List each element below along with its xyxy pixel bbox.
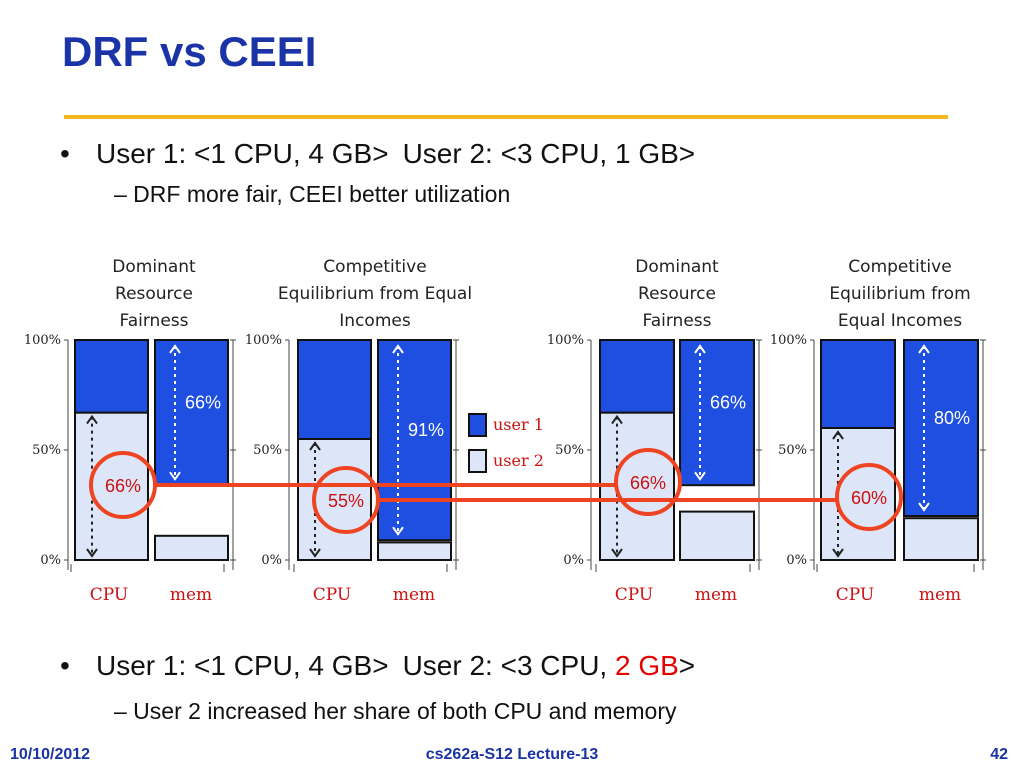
bar-cpu-user2 bbox=[74, 411, 149, 561]
y-tick-label: 100% bbox=[547, 333, 584, 348]
bar-mem-user1 bbox=[679, 339, 755, 487]
x-category-cpu: CPU bbox=[313, 585, 351, 605]
x-category-mem: mem bbox=[170, 585, 212, 605]
y-tick-label: 50% bbox=[555, 443, 584, 458]
bar-cpu-user1 bbox=[297, 339, 372, 440]
title-rule bbox=[64, 115, 948, 119]
bar-cpu-user1 bbox=[74, 339, 149, 414]
cpu-arrow-head-down bbox=[832, 548, 844, 558]
bullet-1: • User 1: <1 CPU, 4 GB> User 2: <3 CPU, 1 … bbox=[60, 138, 695, 170]
cpu-share-label: 66% bbox=[630, 473, 666, 493]
cpu-arrow-head-down bbox=[86, 548, 98, 558]
chart-title-line: Dominant bbox=[635, 257, 719, 277]
bar-mem-user2 bbox=[154, 534, 229, 561]
bar-mem-user1 bbox=[903, 339, 979, 517]
cpu-share-label: 60% bbox=[851, 488, 887, 508]
bar-cpu-user1 bbox=[599, 339, 675, 414]
chart-title-line: Equal Incomes bbox=[838, 311, 962, 331]
bullet-2: • User 1: <1 CPU, 4 GB> User 2: <3 CPU, 2 … bbox=[60, 650, 695, 682]
y-tick-label: 100% bbox=[770, 333, 807, 348]
chart-title-line: Fairness bbox=[643, 311, 712, 331]
bullet-2-user1: User 1: <1 CPU, 4 GB> bbox=[96, 650, 389, 681]
bullet-1-user2: User 2: <3 CPU, 1 GB> bbox=[402, 138, 696, 169]
mem-arrow-head-up bbox=[392, 344, 404, 354]
cpu-arrow-head-down bbox=[611, 548, 623, 558]
cpu-share-label: 55% bbox=[328, 491, 364, 511]
mem-arrow-head-up bbox=[169, 344, 181, 354]
legend-swatch bbox=[468, 449, 487, 473]
mem-arrow-head-up bbox=[694, 344, 706, 354]
y-tick-label: 0% bbox=[261, 553, 282, 568]
cpu-arrow-head-up bbox=[309, 441, 321, 451]
cpu-share-circle bbox=[614, 448, 682, 516]
chart-title-line: Competitive bbox=[323, 257, 426, 277]
legend-label: user 2 bbox=[493, 451, 544, 470]
bar-mem-user2 bbox=[903, 517, 979, 562]
bar-mem-user2 bbox=[679, 510, 755, 562]
mem-arrow-head-down bbox=[169, 471, 181, 481]
bullet-marker: • bbox=[60, 138, 70, 169]
mem-arrow-head-down bbox=[392, 526, 404, 536]
bullet-2-highlight: 2 GB bbox=[614, 650, 679, 681]
x-category-cpu: CPU bbox=[90, 585, 128, 605]
y-tick-label: 100% bbox=[24, 333, 61, 348]
y-tick-label: 50% bbox=[778, 443, 807, 458]
cpu-share-circle bbox=[835, 463, 903, 531]
chart-title-line: Equilibrium from Equal bbox=[278, 284, 472, 304]
bullet-2-end: > bbox=[678, 650, 696, 681]
footer-page-number: 42 bbox=[990, 746, 1008, 763]
cpu-arrow-head-up bbox=[86, 414, 98, 425]
mem-share-label: 91% bbox=[408, 420, 444, 440]
sub-bullet-2: – User 2 increased her share of both CPU… bbox=[114, 698, 677, 724]
y-tick-label: 50% bbox=[32, 443, 61, 458]
chart-title-line: Resource bbox=[115, 284, 193, 304]
mem-arrow-head-up bbox=[918, 344, 930, 354]
bullet-1-user1: User 1: <1 CPU, 4 GB> bbox=[96, 138, 389, 169]
chart-title-line: Competitive bbox=[848, 257, 951, 277]
cpu-share-label: 66% bbox=[105, 476, 141, 496]
x-category-cpu: CPU bbox=[836, 585, 874, 605]
x-category-mem: mem bbox=[695, 585, 737, 605]
y-tick-label: 0% bbox=[563, 553, 584, 568]
footer-date: 10/10/2012 bbox=[10, 746, 91, 763]
cpu-arrow-head-up bbox=[832, 430, 844, 440]
bar-mem-user1 bbox=[154, 339, 229, 487]
bar-mem-user1 bbox=[377, 339, 452, 542]
slide-title: DRF vs CEEI bbox=[62, 28, 317, 75]
footer-course: cs262a-S12 Lecture-13 bbox=[425, 746, 599, 763]
y-tick-label: 0% bbox=[786, 553, 807, 568]
chart-title-line: Incomes bbox=[339, 311, 411, 331]
cpu-arrow-head-up bbox=[611, 414, 623, 425]
legend-label: user 1 bbox=[493, 415, 544, 434]
bullet-marker: • bbox=[60, 650, 70, 681]
y-tick-label: 50% bbox=[253, 443, 282, 458]
chart-title-line: Dominant bbox=[112, 257, 196, 277]
mem-share-label: 66% bbox=[185, 393, 221, 413]
sub-bullet-1: – DRF more fair, CEEI better utilization bbox=[114, 181, 511, 207]
bar-cpu-user2 bbox=[297, 438, 372, 561]
mem-share-label: 66% bbox=[710, 393, 746, 413]
y-tick-label: 0% bbox=[40, 553, 61, 568]
cpu-arrow-head-down bbox=[309, 548, 321, 558]
chart-title-line: Resource bbox=[638, 284, 716, 304]
mem-arrow-head-down bbox=[694, 471, 706, 481]
bullet-2-user2: User 2: <3 CPU, bbox=[402, 650, 615, 681]
mem-arrow-head-down bbox=[918, 502, 930, 512]
bar-cpu-user1 bbox=[820, 339, 896, 429]
chart-title-line: Equilibrium from bbox=[829, 284, 970, 304]
y-tick-label: 100% bbox=[245, 333, 282, 348]
legend-swatch bbox=[468, 413, 487, 437]
mem-share-label: 80% bbox=[934, 408, 970, 428]
bar-mem-user2 bbox=[377, 541, 452, 562]
x-category-cpu: CPU bbox=[615, 585, 653, 605]
chart-title-line: Fairness bbox=[120, 311, 189, 331]
x-category-mem: mem bbox=[393, 585, 435, 605]
x-category-mem: mem bbox=[919, 585, 961, 605]
